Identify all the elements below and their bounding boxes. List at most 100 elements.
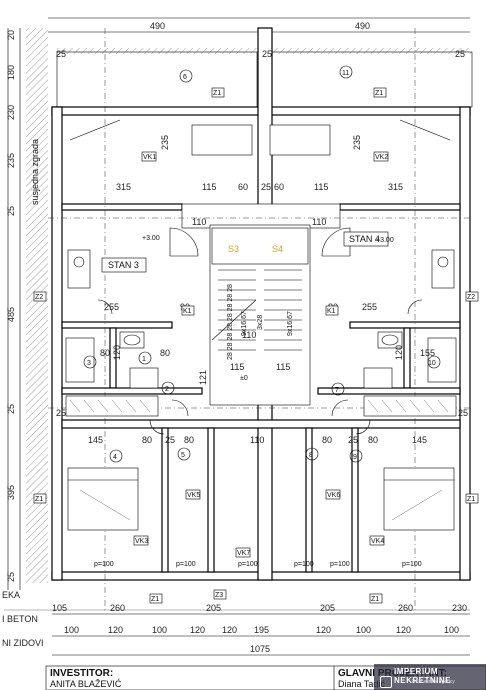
dim-top-c: 25 xyxy=(455,49,465,59)
sill-label-5: p=100 xyxy=(330,561,350,568)
stair-treads xyxy=(211,227,309,351)
dim-mid-4: 155 xyxy=(420,348,435,358)
fixtures xyxy=(65,119,457,389)
dim-mid-7: 120 xyxy=(112,345,122,360)
dim-up-7: 235 xyxy=(160,135,170,150)
dim-up-0: 315 xyxy=(116,182,131,192)
stair-label-s3: S3 xyxy=(228,244,239,254)
room-number-6: 6 xyxy=(183,74,187,81)
dim-mid-10: 115 xyxy=(230,362,244,372)
lower-room-dims: 145 80 25 80 110 80 25 80 145 25 25 xyxy=(56,408,468,445)
tag-z2-right: Z2 xyxy=(467,294,475,301)
dim-low-0: 145 xyxy=(88,435,103,445)
dim-up-8: 235 xyxy=(352,135,362,150)
dim-b2-7: 100 xyxy=(356,625,371,635)
dim-low-3: 80 xyxy=(184,435,194,445)
tag-z3-bottom: Z3 xyxy=(215,592,223,599)
dim-b1-3: 205 xyxy=(320,603,335,613)
dim-top-a: 25 xyxy=(56,49,66,59)
dim-left-0: 20 xyxy=(6,30,16,40)
terrace-left xyxy=(56,51,258,108)
tag-k1-left: K1 xyxy=(183,308,192,315)
tag-z1-top-left: Z1 xyxy=(213,90,221,97)
stair-label-s4: S4 xyxy=(272,244,283,254)
room-number-8: 8 xyxy=(309,452,313,459)
investitor-label: INVESTITOR: xyxy=(50,668,113,679)
dim-mid-9: 110 xyxy=(242,330,256,340)
stair-label-run-right: 9x16.67 xyxy=(287,311,294,336)
room-number-10: 10 xyxy=(428,360,436,367)
glavni-name: Diana Tadić xyxy=(338,679,385,689)
dim-mid-0: 255 xyxy=(104,302,119,312)
dim-left-4: 25 xyxy=(6,206,16,216)
dim-total: 1075 xyxy=(250,644,270,654)
tag-z1-bottom-left: Z1 xyxy=(151,596,159,603)
room-number-4: 4 xyxy=(113,454,117,461)
stair-label-riser: 3x28 xyxy=(257,315,264,330)
tag-vk-f: VK6 xyxy=(327,492,340,499)
sill-label-1: p=100 xyxy=(94,561,114,568)
legend-fragment-2: I BETON xyxy=(2,614,38,624)
tag-z1-right: Z1 xyxy=(467,496,475,503)
room-number-2: 2 xyxy=(165,386,169,393)
sill-label-6: p=100 xyxy=(402,561,422,568)
dim-low-1: 80 xyxy=(142,435,152,445)
neighbour-building-hatch xyxy=(26,28,48,583)
dim-mid-5: 80 xyxy=(100,348,110,358)
room-number-1: 1 xyxy=(142,356,146,363)
sill-label-2: p=100 xyxy=(176,561,196,568)
dim-b2-6: 120 xyxy=(316,625,331,635)
stair-label-treads: 28 28 28 28 28 28 28 28 xyxy=(227,284,234,360)
beds xyxy=(67,467,455,531)
dim-b2-4: 120 xyxy=(222,625,237,635)
dim-low-4: 110 xyxy=(250,435,264,445)
sill-label-3: p=100 xyxy=(238,561,258,568)
dim-b2-5: 195 xyxy=(254,625,269,635)
tag-vk-g: VK7 xyxy=(237,550,250,557)
dim-left-6: 25 xyxy=(6,404,16,414)
tag-vk-a: VK1 xyxy=(143,154,156,161)
dim-top-right: 490 xyxy=(355,21,370,31)
dim-mid-8: 120 xyxy=(394,345,404,360)
dim-mid-12: 121 xyxy=(198,370,208,385)
bottom-dims-row1: 105 260 205 205 260 230 xyxy=(52,603,467,613)
investitor-name: ANITA BLAŽEVIĆ xyxy=(50,679,122,689)
dim-mid-3: 255 xyxy=(362,302,377,312)
dim-up-5: 115 xyxy=(314,182,328,192)
tag-z2-left: Z2 xyxy=(35,294,43,301)
dim-mid-6: 80 xyxy=(160,348,170,358)
dim-low-7: 80 xyxy=(368,435,378,445)
dim-top-b: 25 xyxy=(262,49,272,59)
dim-b2-9: 100 xyxy=(444,625,459,635)
tag-z1-top-right: Z1 xyxy=(375,90,383,97)
tag-boxes xyxy=(33,87,479,604)
legend-fragment-1: EKA xyxy=(2,590,20,600)
room-numbers xyxy=(83,65,441,463)
dim-low-6: 25 xyxy=(348,435,358,445)
upper-room-dims: 315 115 60 25 60 115 315 235 235 110 110 xyxy=(116,135,403,227)
dim-low-9: 25 xyxy=(56,408,66,418)
dim-left-1: 180 xyxy=(6,65,16,80)
room-number-9: 9 xyxy=(353,454,357,461)
level-mark-right: +3.00 xyxy=(376,237,394,244)
dim-b2-3: 120 xyxy=(190,625,205,635)
room-number-5: 5 xyxy=(181,452,185,459)
tag-vk-b: VK2 xyxy=(375,154,388,161)
dim-b1-5: 230 xyxy=(452,603,467,613)
dim-b1-2: 205 xyxy=(206,603,221,613)
door-swings xyxy=(97,227,423,435)
dim-low-2: 25 xyxy=(165,435,175,445)
dim-top-left: 490 xyxy=(150,21,165,31)
dim-b2-1: 120 xyxy=(108,625,123,635)
watermark-stamp: IMPERIUM NEKRETNINE Real estate agency xyxy=(374,664,486,690)
left-dims: 20 180 230 235 25 485 25 395 25 xyxy=(6,30,16,582)
apartment-label-4: STAN 4 xyxy=(349,234,380,244)
room-number-7: 7 xyxy=(335,387,339,394)
dim-mid-11: 115 xyxy=(276,362,290,372)
tag-vk-e: VK5 xyxy=(187,492,200,499)
dim-up-9: 110 xyxy=(192,217,206,227)
room-number-11: 11 xyxy=(342,70,349,77)
room-number-3: 3 xyxy=(87,360,91,367)
apartment-label-3: STAN 3 xyxy=(108,260,139,270)
